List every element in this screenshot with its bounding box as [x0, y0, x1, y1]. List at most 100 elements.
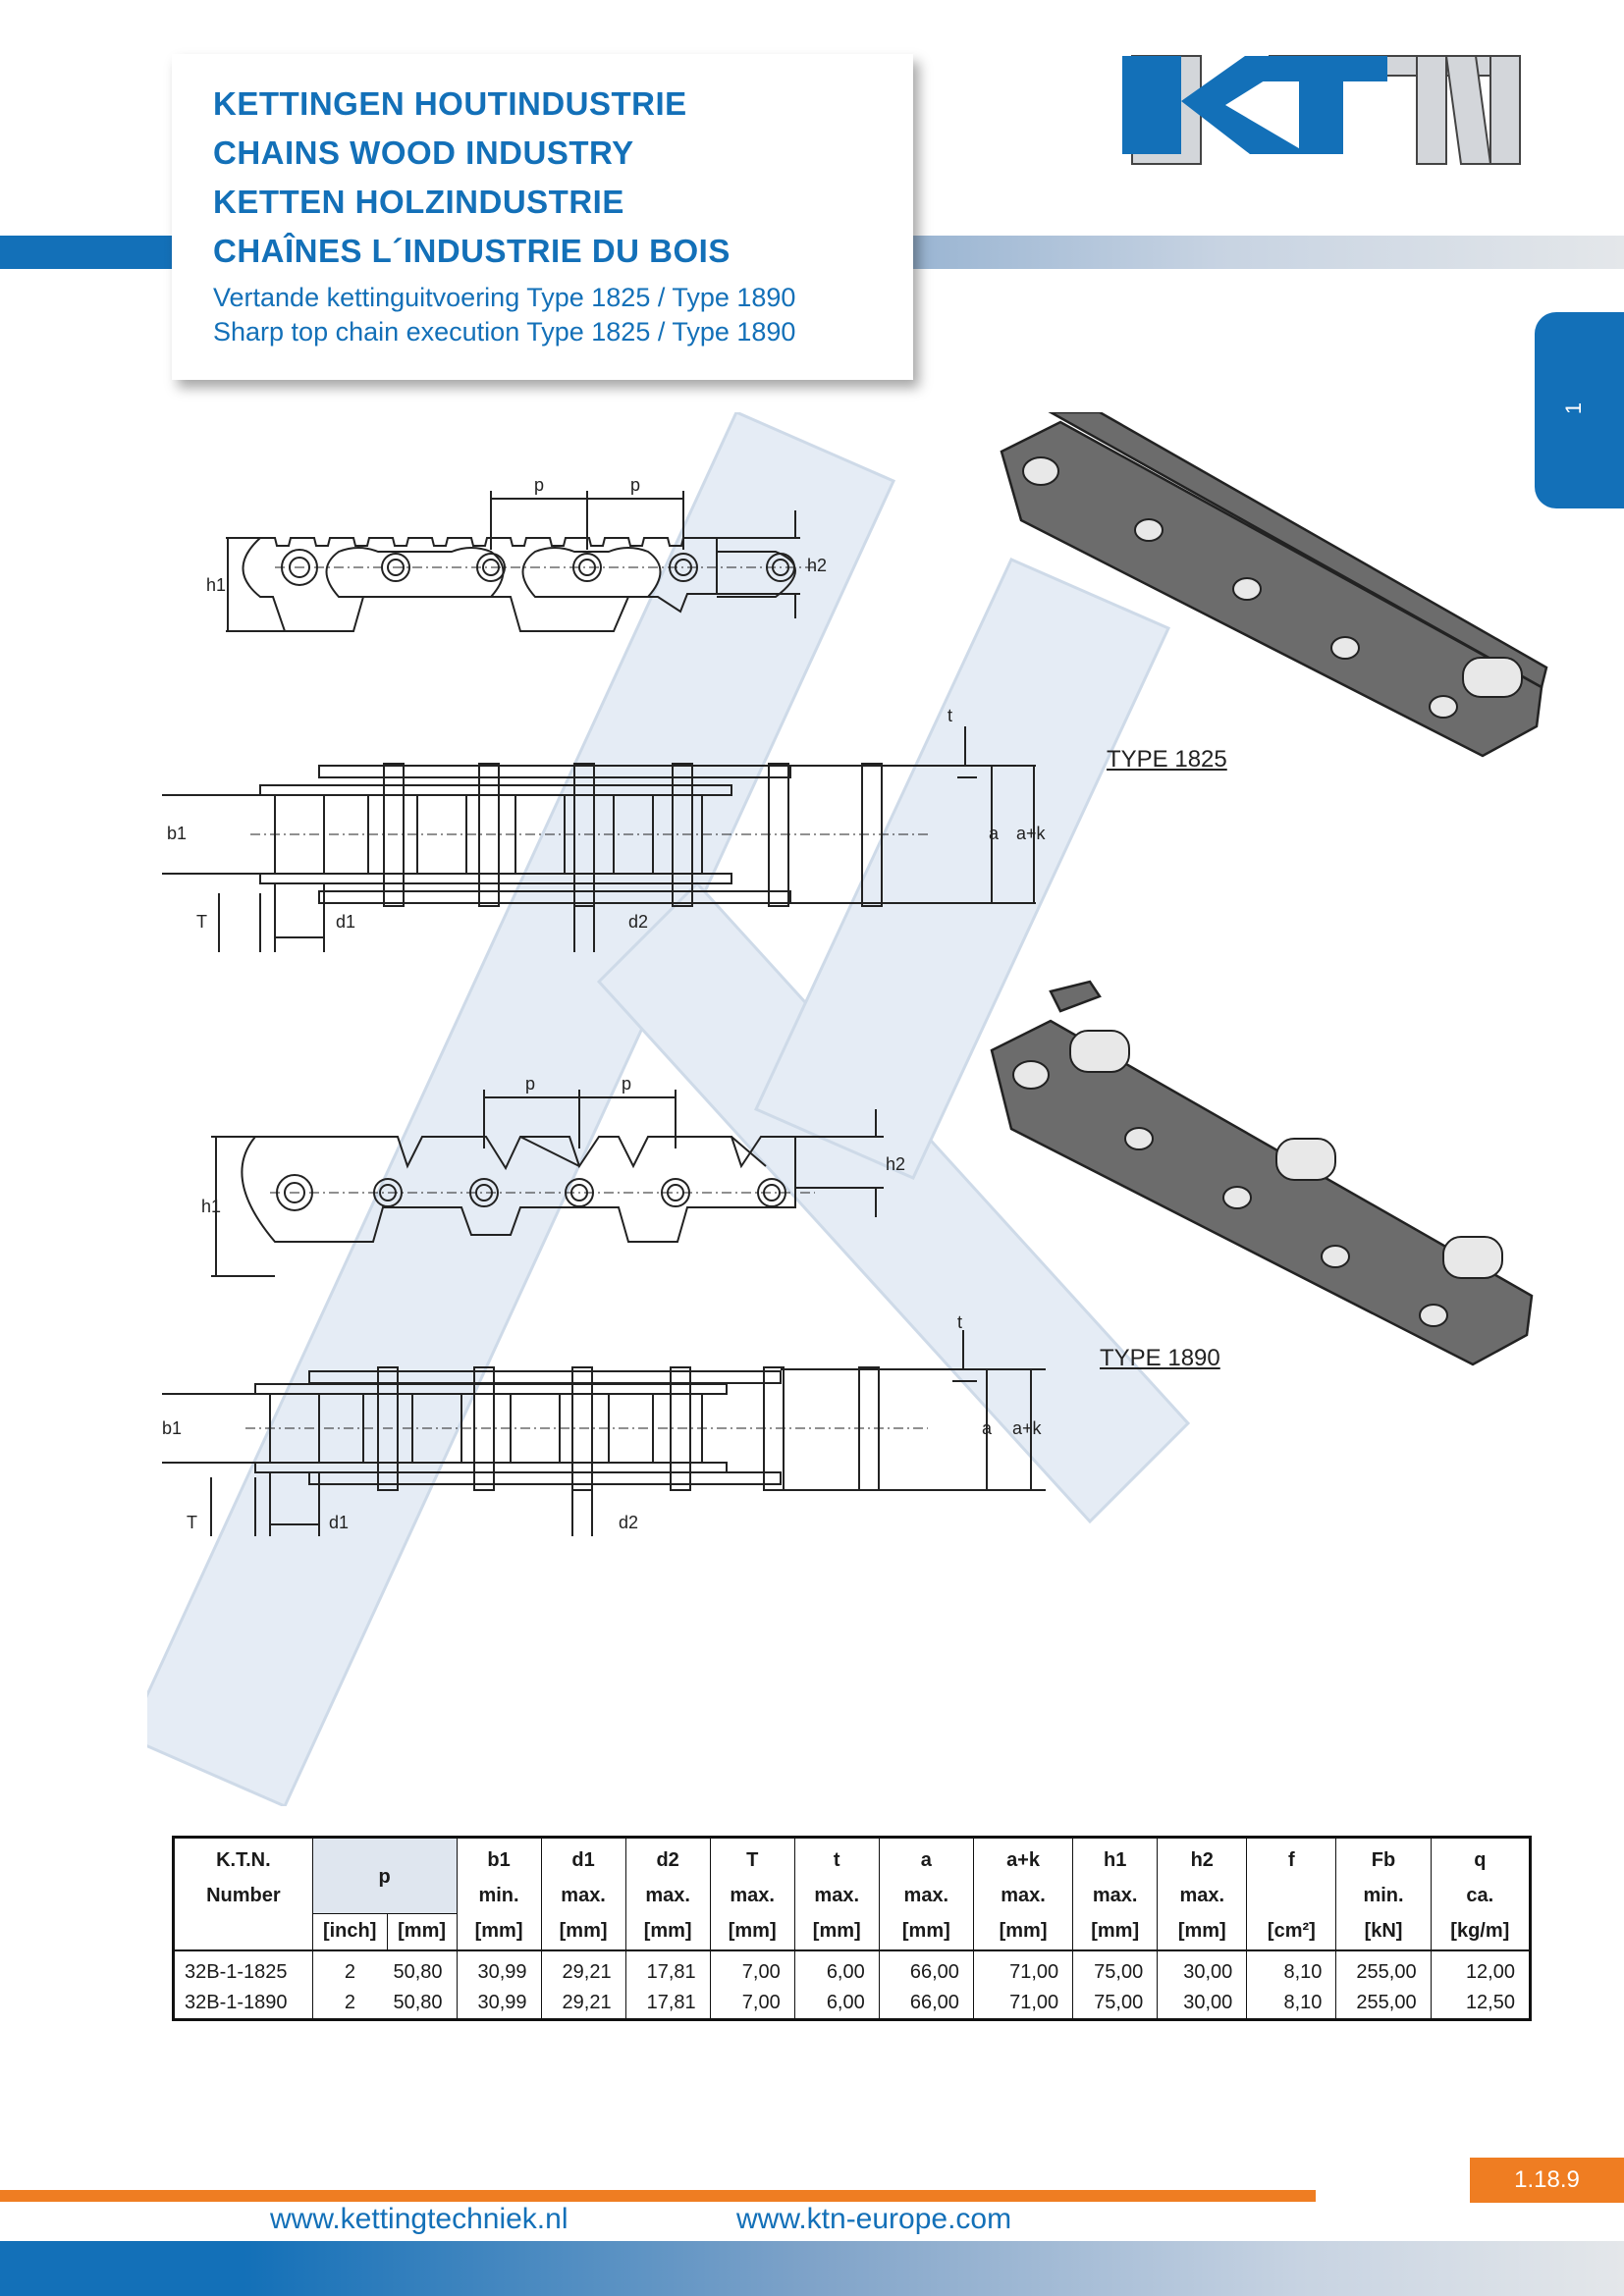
th-q: q — [1430, 1837, 1531, 1878]
unit-h1: [mm] — [1072, 1913, 1158, 1951]
cell-q: 12,00 — [1430, 1949, 1531, 1988]
unit-p-mm: [mm] — [386, 1912, 458, 1951]
unit-q: [kg/m] — [1430, 1913, 1531, 1951]
dim-h2: h2 — [807, 556, 827, 575]
unit-inch: [inch] — [311, 1912, 388, 1951]
dim-h1-1890: h1 — [201, 1197, 221, 1216]
dim-p-3: p — [525, 1074, 535, 1094]
link-kettingtechniek[interactable]: www.kettingtechniek.nl — [270, 2203, 568, 2235]
cell-p-inch: 2 — [311, 1949, 388, 1988]
cell-ak: 71,00 — [972, 1987, 1073, 2019]
cell-h2: 30,00 — [1157, 1949, 1247, 1988]
title-fr: CHAÎNES L´INDUSTRIE DU BOIS — [213, 233, 731, 269]
cell-h1: 75,00 — [1072, 1949, 1158, 1988]
dim-d2-1890: d2 — [619, 1513, 638, 1532]
page-number: 1.18.9 — [1470, 2158, 1624, 2203]
dim-t: t — [947, 707, 952, 725]
unit-h2: [mm] — [1157, 1913, 1247, 1951]
th-d2-2: max. — [624, 1878, 711, 1913]
cell-b1: 30,99 — [456, 1987, 542, 2019]
dim-h1: h1 — [206, 575, 226, 595]
cell-fb: 255,00 — [1335, 1987, 1432, 2019]
title-nl: KETTINGEN HOUTINDUSTRIE — [213, 85, 687, 122]
dim-p-2: p — [630, 475, 640, 495]
cell-p-mm: 50,80 — [393, 1991, 443, 2013]
cell-f: 8,10 — [1246, 1987, 1336, 2019]
cell-h2: 30,00 — [1157, 1987, 1247, 2019]
th-d1-2: max. — [540, 1878, 626, 1913]
unit-d2: [mm] — [624, 1913, 711, 1951]
th-f: f — [1246, 1837, 1336, 1878]
cell-t: 6,00 — [793, 1949, 880, 1988]
th-p: p — [311, 1837, 458, 1913]
cell-d2: 17,81 — [624, 1987, 711, 2019]
cell-d1: 29,21 — [540, 1949, 626, 1988]
dim-a-plus-k: a+k — [1016, 824, 1047, 843]
ktn-logo — [1122, 55, 1521, 165]
subtitle-en: Sharp top chain execution Type 1825 / Ty… — [213, 317, 796, 347]
th-h2-2: max. — [1157, 1878, 1247, 1913]
dim-d1: d1 — [336, 912, 355, 932]
th-ak: a+k — [972, 1837, 1073, 1878]
dim-p-4: p — [622, 1074, 631, 1094]
th-ak-2: max. — [972, 1878, 1073, 1913]
cell-d2: 17,81 — [624, 1949, 711, 1988]
table-row: 32B-1-1890 2 50,80 30,99 29,21 17,81 7,0… — [174, 1987, 1531, 2019]
cell-f: 8,10 — [1246, 1949, 1336, 1988]
link-ktn-europe[interactable]: www.ktn-europe.com — [736, 2203, 1012, 2235]
unit-t: [mm] — [793, 1913, 880, 1951]
dim-a-plus-k-1890: a+k — [1012, 1418, 1043, 1438]
th-t: t — [793, 1837, 880, 1878]
th-a: a — [878, 1837, 974, 1878]
cell-a: 66,00 — [878, 1949, 974, 1988]
th-d1: d1 — [540, 1837, 626, 1878]
cell-p-mm: 50,80 — [393, 1960, 443, 1983]
title-box: KETTINGEN HOUTINDUSTRIE CHAINS WOOD INDU… — [172, 54, 913, 380]
dim-h2-1890: h2 — [886, 1154, 905, 1174]
unit-b1: [mm] — [456, 1913, 542, 1951]
title-en: CHAINS WOOD INDUSTRY — [213, 134, 634, 171]
th-b1-2: min. — [456, 1878, 542, 1913]
cell-a: 66,00 — [878, 1987, 974, 2019]
type-1825-top-view: t a a+k b1 T d1 d2 — [162, 707, 1047, 952]
chapter-number: 1 — [1561, 401, 1587, 415]
cell-q: 12,50 — [1430, 1987, 1531, 2019]
th-h1-2: max. — [1072, 1878, 1158, 1913]
type-1890-top-view: t a a+k b1 T d1 d2 — [162, 1312, 1046, 1536]
dim-a: a — [989, 824, 1000, 843]
subtitle-nl: Vertande kettinguitvoering Type 1825 / T… — [213, 283, 796, 312]
cell-T: 7,00 — [709, 1949, 795, 1988]
th-a-2: max. — [878, 1878, 974, 1913]
th-fb-2: min. — [1335, 1878, 1432, 1913]
cell-T: 7,00 — [709, 1987, 795, 2019]
type-1825-side-view: p p h1 h2 — [206, 475, 827, 632]
unit-a: [mm] — [878, 1913, 974, 1951]
dim-d1-1890: d1 — [329, 1513, 349, 1532]
dim-b1-1890: b1 — [162, 1418, 182, 1438]
cell-fb: 255,00 — [1335, 1949, 1432, 1988]
table-row: 32B-1-1825 2 50,80 30,99 29,21 17,81 7,0… — [174, 1949, 1531, 1988]
dim-d2: d2 — [628, 912, 648, 932]
th-d2: d2 — [624, 1837, 711, 1878]
dim-T-1890: T — [187, 1513, 197, 1532]
orange-bar — [0, 2190, 1316, 2202]
cell-number: 32B-1-1825 — [185, 1960, 288, 1983]
bottom-band — [0, 2241, 1624, 2296]
cell-h1: 75,00 — [1072, 1987, 1158, 2019]
dim-t-1890: t — [957, 1312, 962, 1332]
title-de: KETTEN HOLZINDUSTRIE — [213, 184, 624, 220]
type-1890-side-view: p p h1 h2 — [201, 1074, 905, 1277]
th-h2: h2 — [1157, 1837, 1247, 1878]
type-1890-label: TYPE 1890 — [1100, 1345, 1220, 1371]
cell-p-inch: 2 — [311, 1987, 388, 2019]
unit-f: [cm²] — [1246, 1913, 1336, 1951]
dim-T: T — [196, 912, 207, 932]
type-1825-3d-view — [1000, 412, 1548, 758]
th-T: T — [709, 1837, 795, 1878]
th-ktn-2: Number — [206, 1884, 281, 1906]
chapter-tab: 1 — [1535, 312, 1624, 508]
th-fb: Fb — [1335, 1837, 1432, 1878]
th-q-2: ca. — [1430, 1878, 1531, 1913]
th-b1: b1 — [456, 1837, 542, 1878]
th-ktn: K.T.N. — [216, 1848, 271, 1871]
